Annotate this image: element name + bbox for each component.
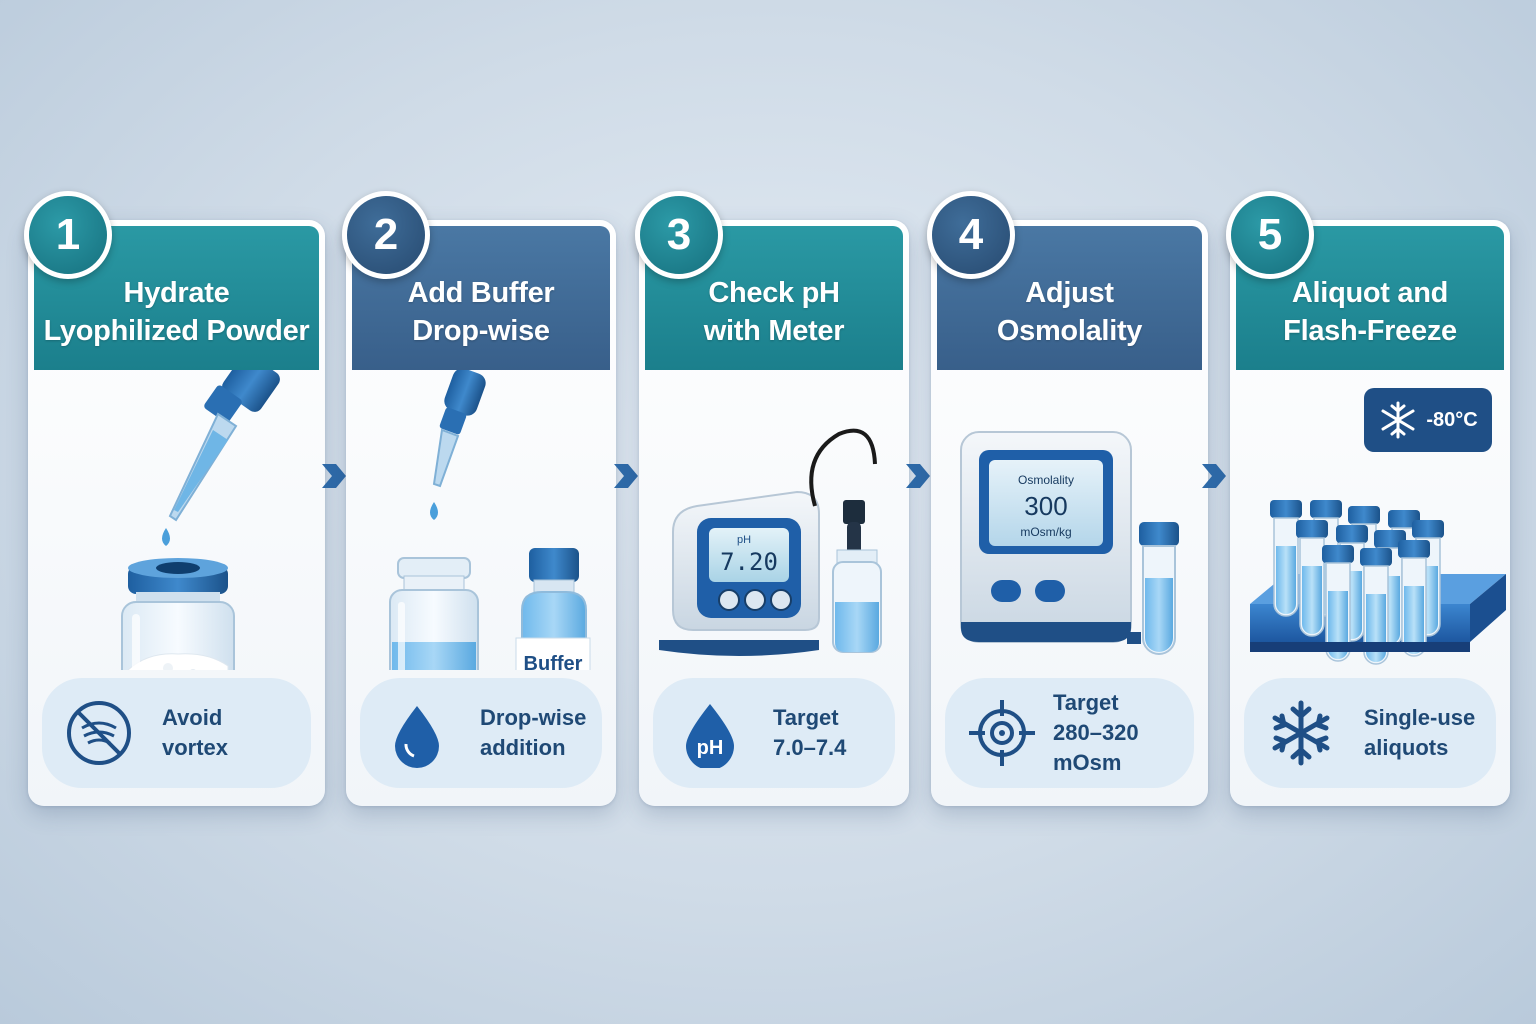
illustration-add-buffer: Buffer xyxy=(346,370,616,670)
step-header: Add Buffer Drop-wise xyxy=(352,226,610,370)
tip-box: Drop-wise addition xyxy=(360,678,602,788)
meter-label: Osmolality xyxy=(1018,473,1074,487)
ph-drop-icon: pH xyxy=(686,704,734,768)
step-card-1: 1 Hydrate Lyophilized Powder xyxy=(24,191,325,806)
tip-text: Single-use aliquots xyxy=(1364,705,1476,760)
step-card-4: 4 Adjust Osmolality Osmolality 300 mOsm/… xyxy=(927,191,1208,806)
ph-badge-text: pH xyxy=(697,737,724,759)
tip-text: Target 280–320 mOsm xyxy=(1053,690,1139,775)
meter-reading: 7.20 xyxy=(720,548,778,576)
no-vortex-icon xyxy=(67,701,131,765)
electrode-probe-icon xyxy=(809,428,882,653)
tip-box: pH Target 7.0–7.4 xyxy=(653,678,895,788)
ph-meter-icon: pH 7.20 xyxy=(659,490,820,656)
arrow-right-icon xyxy=(1202,464,1226,488)
step-number-badge: 5 xyxy=(1226,191,1314,279)
tip-box: Single-use aliquots xyxy=(1244,678,1496,788)
step-number-badge: 2 xyxy=(342,191,430,279)
step-card-2: 2 Add Buffer Drop-wise xyxy=(342,191,616,806)
arrow-right-icon xyxy=(614,464,638,488)
dropper-icon xyxy=(430,370,486,520)
step-title: Adjust Osmolality xyxy=(996,277,1143,347)
step-card-5: 5 Aliquot and Flash-Freeze -80°C xyxy=(1226,191,1510,806)
meter-label: pH xyxy=(737,534,751,546)
temperature-badge: -80°C xyxy=(1364,388,1492,452)
tip-text: Drop-wise addition xyxy=(480,705,587,760)
sample-tube-icon xyxy=(1139,522,1179,655)
step-number-badge: 4 xyxy=(927,191,1015,279)
meter-unit: mOsm/kg xyxy=(1020,525,1071,539)
snowflake-icon xyxy=(1272,700,1330,766)
osmometer-icon: Osmolality 300 mOsm/kg xyxy=(960,431,1141,644)
step-number-badge: 1 xyxy=(24,191,112,279)
illustration-osmometer: Osmolality 300 mOsm/kg xyxy=(931,370,1208,670)
arrow-right-icon xyxy=(906,464,930,488)
powder-vial-icon xyxy=(121,558,235,670)
bottle-label: Buffer xyxy=(524,653,583,670)
meter-reading: 300 xyxy=(1024,491,1067,521)
tip-box: Target 280–320 mOsm xyxy=(945,678,1194,788)
step-card-3: 3 Check pH with Meter pH 7.20 xyxy=(635,191,909,806)
step-title: Aliquot and Flash-Freeze xyxy=(1283,277,1457,347)
temperature-text: -80°C xyxy=(1426,408,1478,431)
snowflake-icon xyxy=(1381,401,1415,439)
target-icon xyxy=(969,700,1035,766)
tip-text: Avoid vortex xyxy=(162,705,229,760)
water-drop-icon xyxy=(395,706,439,768)
step-header: Hydrate Lyophilized Powder xyxy=(34,226,319,370)
tip-box: Avoid vortex xyxy=(42,678,311,788)
step-number-badge: 3 xyxy=(635,191,723,279)
illustration-aliquot-rack xyxy=(1230,370,1510,670)
pipette-icon xyxy=(162,370,280,546)
step-title: Add Buffer Drop-wise xyxy=(407,277,555,347)
beaker-vial-icon xyxy=(389,557,479,670)
arrow-right-icon xyxy=(322,464,346,488)
illustration-ph-meter: pH 7.20 xyxy=(639,370,909,670)
tip-text: Target 7.0–7.4 xyxy=(773,705,847,760)
tube-rack-icon xyxy=(1250,499,1506,665)
step-header: Adjust Osmolality xyxy=(937,226,1202,370)
illustration-hydrate xyxy=(28,370,325,670)
step-title: Hydrate Lyophilized Powder xyxy=(43,277,310,347)
buffer-bottle-icon: Buffer xyxy=(515,548,591,670)
step-title: Check pH with Meter xyxy=(703,277,845,347)
